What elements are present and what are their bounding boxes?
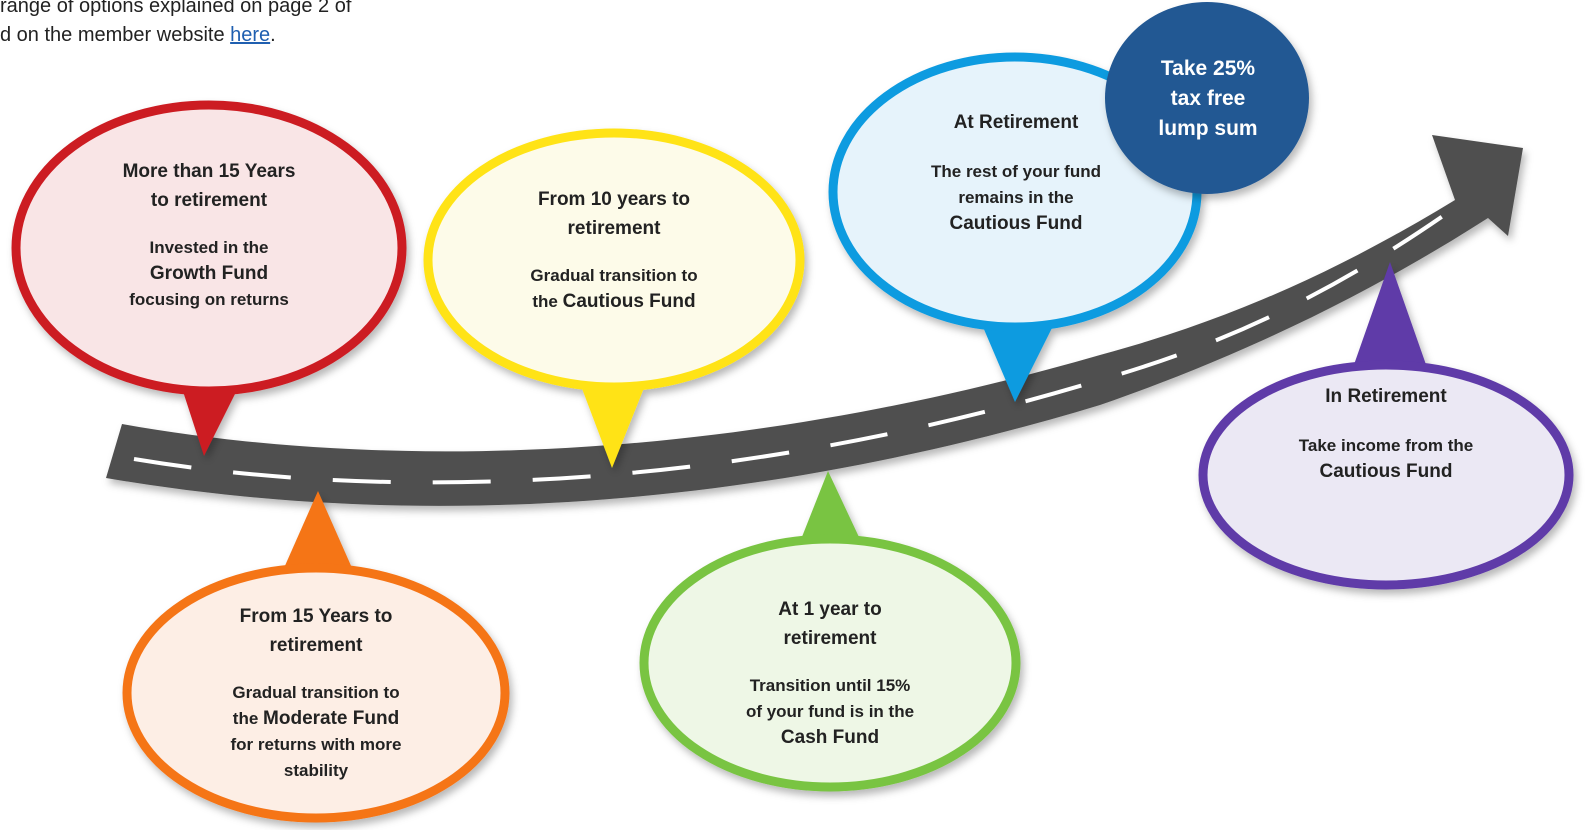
road-surface <box>106 135 1523 506</box>
member-website-link[interactable]: here <box>230 24 271 46</box>
stage-description: Gradual transition to <box>530 266 698 285</box>
intro-text: range of options explained on page 2 of … <box>0 0 520 50</box>
stage-heading: retirement <box>567 218 661 239</box>
stage-heading: At Retirement <box>953 112 1079 133</box>
stage-description: Transition until 15% <box>749 676 911 695</box>
stage-description: of your fund is in the <box>745 702 915 721</box>
fund-name: Growth Fund <box>149 263 269 284</box>
road <box>106 135 1523 506</box>
stage-text-at-retirement: At Retirement The rest of your fund rema… <box>866 108 1166 268</box>
lump-sum-text: Take 25% tax free lump sum <box>1110 44 1306 154</box>
fund-name: Cautious Fund <box>949 213 1083 234</box>
stage-bubble-moderate <box>122 491 510 823</box>
stage-description: Gradual transition to <box>232 683 400 702</box>
stage-heading: At 1 year to <box>778 599 882 620</box>
stage-description: Invested in the <box>149 238 269 257</box>
intro-line-2: d on the member website here. <box>0 24 276 46</box>
stage-heading: More than 15 Years <box>122 161 296 182</box>
fund-name: Cautious Fund <box>562 291 696 312</box>
road-center-dashes <box>133 195 1472 485</box>
intro-line-1: range of options explained on page 2 of <box>0 0 352 17</box>
lump-sum-line: Take 25% <box>1160 57 1256 80</box>
stage-heading: From 15 Years to <box>239 606 393 627</box>
lump-sum-bubble <box>1105 2 1309 194</box>
stage-description: stability <box>283 761 349 780</box>
fund-name: Cautious Fund <box>1319 461 1453 482</box>
stage-bubble-in-retirement <box>1198 262 1574 590</box>
stage-heading: From 10 years to <box>537 189 691 210</box>
fund-name: Cash Fund <box>780 727 880 748</box>
stage-heading: retirement <box>269 635 363 656</box>
stage-description: remains in the <box>958 188 1074 207</box>
stage-description: focusing on returns <box>129 290 289 309</box>
stage-heading: retirement <box>783 628 877 649</box>
stage-text-moderate: From 15 Years to retirement Gradual tran… <box>155 590 477 796</box>
stage-description: Take income from the <box>1298 436 1474 455</box>
stage-description: for returns with more <box>230 735 402 754</box>
stage-text-cash: At 1 year to retirement Transition until… <box>676 578 984 768</box>
stage-heading: In Retirement <box>1325 386 1447 407</box>
stage-text-in-retirement: In Retirement Take income from the Cauti… <box>1236 382 1536 502</box>
lump-sum-line: lump sum <box>1158 117 1258 140</box>
stage-description: The rest of your fund <box>931 162 1101 181</box>
stage-bubble-growth <box>11 100 407 456</box>
stage-text-cautious-transition: From 10 years to retirement Gradual tran… <box>460 160 768 340</box>
stage-bubble-cash <box>639 471 1021 792</box>
stage-bubble-cautious-transition <box>423 128 805 468</box>
stage-text-growth: More than 15 Years to retirement Investe… <box>50 120 368 350</box>
stage-heading: to retirement <box>150 190 268 211</box>
lump-sum-line: tax free <box>1170 87 1246 110</box>
fund-name: Moderate Fund <box>263 708 400 729</box>
